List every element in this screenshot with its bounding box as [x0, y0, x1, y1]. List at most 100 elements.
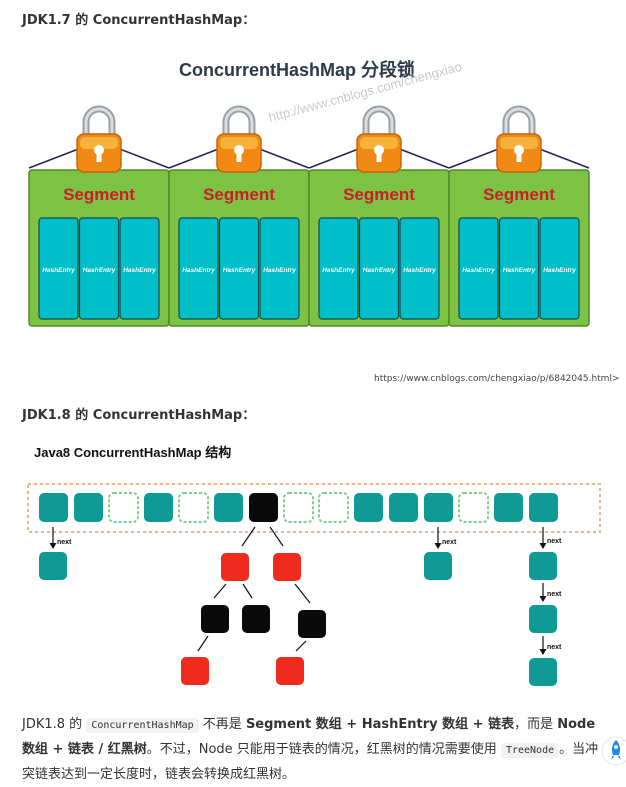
hashentry-label: HashEntry [503, 267, 536, 274]
hashentry-box [539, 217, 580, 320]
lock-body-shine [500, 137, 538, 149]
segment-lock-diagram: ConcurrentHashMap 分段锁 http://www.cnblogs… [28, 59, 590, 327]
tree-node-red [221, 553, 249, 581]
hashentry-box [259, 217, 300, 320]
diagram1-title: ConcurrentHashMap 分段锁 [179, 59, 415, 80]
tree-edge [269, 526, 284, 547]
tree-edge [242, 583, 253, 599]
tree-edge [213, 583, 227, 599]
chain-node [424, 552, 452, 580]
chain-node [529, 605, 557, 633]
empty-bucket [108, 492, 139, 523]
node-bucket [389, 493, 418, 522]
lock-icon [76, 105, 122, 173]
next-label: next [57, 539, 72, 546]
lock-wire [448, 147, 502, 169]
next-arrow-head [539, 543, 547, 549]
segment-label: Segment [203, 185, 275, 204]
hashentry-label: HashEntry [42, 267, 75, 274]
hashentry-label: HashEntry [543, 267, 576, 274]
next-label: next [442, 539, 457, 546]
node-array-border [27, 483, 601, 533]
hashentry-box [218, 217, 260, 320]
tree-edge [197, 635, 209, 652]
para-text-4: 。不过，Node 只能用于链表的情况，红黑树的情况需要使用 [146, 742, 501, 757]
lock-shackle-shine [224, 107, 254, 136]
keyhole-slot [516, 150, 522, 162]
node-bucket [74, 493, 103, 522]
node-bucket [529, 493, 558, 522]
next-arrow-head [539, 649, 547, 655]
diagram2-title: Java8 ConcurrentHashMap 结构 [34, 445, 231, 460]
hashentry-box [38, 217, 79, 320]
next-label: next [547, 538, 562, 545]
lock-wire [116, 147, 170, 169]
lock-icon [496, 105, 542, 173]
tree-node-black [242, 605, 270, 633]
next-arrow-head [49, 543, 57, 549]
tree-node-red [181, 657, 209, 685]
tree-node-black [201, 605, 229, 633]
tree-edge [241, 526, 256, 547]
node-bucket [39, 493, 68, 522]
lock-wire [536, 147, 590, 169]
chain-node [529, 552, 557, 580]
chain-node [529, 658, 557, 686]
tree-node-red [276, 657, 304, 685]
next-label: next [547, 591, 562, 598]
empty-bucket [458, 492, 489, 523]
tree-edge [295, 640, 307, 652]
tree-bucket [249, 493, 278, 522]
lock-wire [308, 147, 362, 169]
node-bucket [494, 493, 523, 522]
lock-wire [396, 147, 450, 169]
hashentry-box [399, 217, 440, 320]
hashentry-label: HashEntry [182, 267, 215, 274]
description-paragraph: JDK1.8 的 ConcurrentHashMap 不再是 Segment 数… [22, 713, 610, 787]
lock-body-shine [360, 137, 398, 149]
next-arrow-head [434, 543, 442, 549]
para-text-2: 不再是 [198, 717, 246, 732]
para-text-1: JDK1.8 的 [22, 717, 87, 732]
lock-wire [256, 147, 310, 169]
segment-label: Segment [63, 185, 135, 204]
lock-shackle-shine [84, 107, 114, 136]
segment-label: Segment [343, 185, 415, 204]
next-label: next [547, 644, 562, 651]
hashentry-label: HashEntry [223, 267, 256, 274]
code-treenode: TreeNode [500, 743, 560, 758]
hashentry-label: HashEntry [263, 267, 296, 274]
hashentry-box [78, 217, 120, 320]
rocket-icon[interactable] [600, 735, 626, 767]
para-bold-2: Node 数组 + 链表 / 红黑树 [22, 717, 596, 757]
hashentry-label: HashEntry [123, 267, 156, 274]
node-array-diagram: Java8 ConcurrentHashMap 结构 next next next n… [27, 445, 601, 686]
hashentry-label: HashEntry [363, 267, 396, 274]
empty-bucket [178, 492, 209, 523]
para-text-3: ，而是 [514, 717, 558, 732]
lock-icon [356, 105, 402, 173]
section1-heading: JDK1.7 的 ConcurrentHashMap： [22, 13, 256, 28]
source-link[interactable]: https://www.cnblogs.com/chengxiao/p/6842… [374, 374, 620, 384]
hashentry-box [458, 217, 499, 320]
hashentry-box [358, 217, 400, 320]
lock-shackle-shine [504, 107, 534, 136]
section2-heading: JDK1.8 的 ConcurrentHashMap： [22, 408, 256, 423]
lock-icon [216, 105, 262, 173]
hashentry-box [498, 217, 540, 320]
node-bucket [214, 493, 243, 522]
empty-bucket [283, 492, 314, 523]
hashentry-label: HashEntry [83, 267, 116, 274]
hashentry-label: HashEntry [403, 267, 436, 274]
keyhole-slot [96, 150, 102, 162]
keyhole-slot [376, 150, 382, 162]
keyhole-slot [236, 150, 242, 162]
chain-node [39, 552, 67, 580]
empty-bucket [318, 492, 349, 523]
lock-wire [168, 147, 222, 169]
tree-edge [294, 583, 311, 604]
hashentry-box [178, 217, 219, 320]
hashentry-label: HashEntry [322, 267, 355, 274]
lock-body-shine [220, 137, 258, 149]
hashentry-box [318, 217, 359, 320]
